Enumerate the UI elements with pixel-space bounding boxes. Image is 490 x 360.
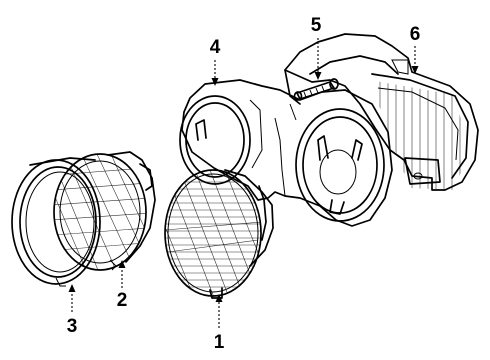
- callout-1: 1: [214, 332, 225, 353]
- mounting-panel-part-6: [284, 33, 479, 191]
- bezel-ring-part-3: [11, 157, 101, 287]
- retaining-ring-part-2: [53, 151, 156, 271]
- callout-3: 3: [67, 316, 78, 337]
- stud-part-5: [293, 78, 339, 101]
- sealed-beam-lamp-part-1: [164, 169, 274, 299]
- callout-4: 4: [210, 37, 221, 58]
- callout-2: 2: [117, 290, 128, 311]
- callout-5: 5: [311, 15, 322, 36]
- callout-6: 6: [410, 24, 421, 45]
- headlamp-housing-part-4: [179, 79, 393, 227]
- leader-lines: [68, 38, 419, 328]
